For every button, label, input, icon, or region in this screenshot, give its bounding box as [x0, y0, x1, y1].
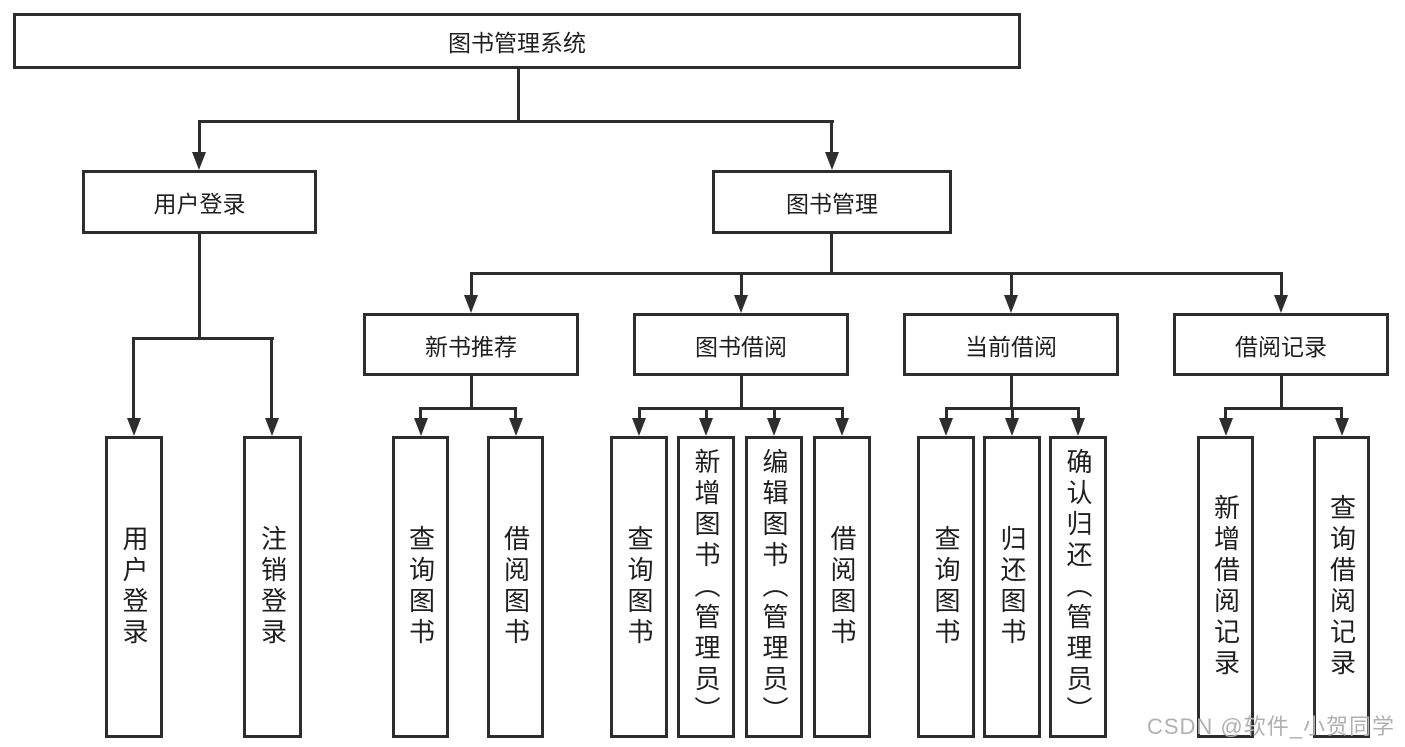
connector-to-book-mgmt: [830, 120, 833, 154]
arrowhead-icon: [1274, 295, 1288, 313]
leaf-logout-label: 注销登录: [257, 525, 288, 649]
leaf-label: 借阅图书: [827, 525, 857, 649]
leaf-label: 确认归还（管理员）: [1063, 447, 1093, 727]
leaf-label: 查询图书: [405, 525, 436, 649]
connector-leaf: [638, 407, 641, 420]
node-new-books-label: 新书推荐: [425, 333, 517, 360]
connector-to-book-borrow: [740, 272, 743, 297]
arrowhead-icon: [767, 418, 781, 436]
leaf-query-books-3: 查询图书: [917, 436, 975, 738]
arrowhead-icon: [509, 418, 523, 436]
connector-leaf: [773, 407, 776, 420]
arrowhead-icon: [632, 418, 646, 436]
node-current-borrow: 当前借阅: [903, 313, 1119, 376]
leaf-return-books: 归还图书: [983, 436, 1041, 738]
leaf-add-borrow-record: 新增借阅记录: [1197, 436, 1254, 738]
leaf-add-books-admin: 新增图书（管理员）: [677, 436, 735, 738]
node-root: 图书管理系统: [13, 13, 1021, 69]
arrowhead-icon: [127, 418, 141, 436]
connector-leaf: [514, 407, 517, 420]
connector-book-borrow-stub: [740, 376, 743, 407]
leaf-label: 新增借阅记录: [1210, 494, 1241, 680]
node-book-mgmt-label: 图书管理: [786, 191, 878, 217]
leaf-query-books-2: 查询图书: [610, 436, 668, 738]
leaf-edit-books-admin: 编辑图书（管理员）: [745, 436, 803, 738]
node-book-borrow: 图书借阅: [633, 313, 849, 376]
connector-root-stub: [517, 69, 520, 120]
leaf-label: 借阅图书: [500, 525, 531, 649]
connector-book-borrow-bus: [638, 407, 843, 410]
arrowhead-icon: [1005, 418, 1019, 436]
connector-to-new-books: [470, 272, 473, 297]
leaf-label: 查询图书: [931, 525, 961, 649]
node-borrow-records-label: 借阅记录: [1235, 333, 1327, 360]
arrowhead-icon: [1335, 418, 1349, 436]
connector-leaf: [705, 407, 708, 420]
node-user-login-label: 用户登录: [153, 191, 246, 217]
arrowhead-icon: [939, 418, 953, 436]
connector-to-borrow-records: [1280, 272, 1283, 297]
leaf-label: 编辑图书（管理员）: [759, 447, 789, 727]
connector-leaf: [1077, 407, 1080, 420]
connector-leaf: [1011, 407, 1014, 420]
connector-leaf: [1340, 407, 1343, 420]
connector-leaf: [419, 407, 422, 420]
arrowhead-icon: [265, 418, 279, 436]
node-user-login: 用户登录: [82, 170, 317, 234]
connector-new-books-bus: [420, 407, 517, 410]
arrowhead-icon: [1004, 295, 1018, 313]
connector-to-user-login: [198, 120, 201, 154]
arrowhead-icon: [1071, 418, 1085, 436]
connector-user-login-stub: [198, 234, 201, 337]
connector-borrow-records-bus: [1225, 407, 1343, 410]
arrowhead-icon: [414, 418, 428, 436]
node-root-label: 图书管理系统: [448, 30, 586, 56]
connector-leaf: [841, 407, 844, 420]
arrowhead-icon: [835, 418, 849, 436]
leaf-user-login-label: 用户登录: [119, 525, 149, 649]
node-current-borrow-label: 当前借阅: [965, 333, 1057, 360]
connector-new-books-stub: [470, 376, 473, 407]
arrowhead-icon: [1219, 418, 1233, 436]
leaf-label: 查询图书: [624, 525, 654, 649]
leaf-borrow-books-1: 借阅图书: [487, 436, 544, 738]
connector-to-current-borrow: [1010, 272, 1013, 297]
leaf-label: 查询借阅记录: [1326, 494, 1357, 680]
leaf-confirm-return-admin: 确认归还（管理员）: [1049, 436, 1107, 738]
leaf-query-borrow-record: 查询借阅记录: [1313, 436, 1370, 738]
node-book-mgmt: 图书管理: [712, 170, 952, 234]
connector-current-borrow-stub: [1010, 376, 1013, 407]
leaf-label: 新增图书（管理员）: [691, 447, 721, 727]
connector-to-leaf-logout: [270, 337, 273, 418]
arrowhead-icon: [192, 152, 206, 170]
leaf-query-books-1: 查询图书: [392, 436, 449, 738]
connector-leaf: [945, 407, 948, 420]
csdn-watermark: CSDN @软件_小贺同学: [1146, 714, 1395, 739]
node-book-borrow-label: 图书借阅: [695, 333, 787, 360]
arrowhead-icon: [699, 418, 713, 436]
connector-level2-bus: [470, 272, 1283, 275]
connector-user-login-bus: [132, 337, 274, 340]
leaf-borrow-books-2: 借阅图书: [813, 436, 871, 738]
arrowhead-icon: [825, 152, 839, 170]
leaf-label: 归还图书: [997, 525, 1027, 649]
connector-borrow-records-stub: [1280, 376, 1283, 407]
connector-leaf: [1224, 407, 1227, 420]
leaf-user-login: 用户登录: [105, 436, 163, 738]
leaf-logout: 注销登录: [243, 436, 302, 738]
connector-level1-bus: [198, 120, 834, 123]
arrowhead-icon: [464, 295, 478, 313]
connector-to-leaf-login: [132, 337, 135, 418]
connector-book-mgmt-stub: [830, 234, 833, 272]
arrowhead-icon: [734, 295, 748, 313]
node-borrow-records: 借阅记录: [1173, 313, 1389, 376]
node-new-books: 新书推荐: [363, 313, 579, 376]
